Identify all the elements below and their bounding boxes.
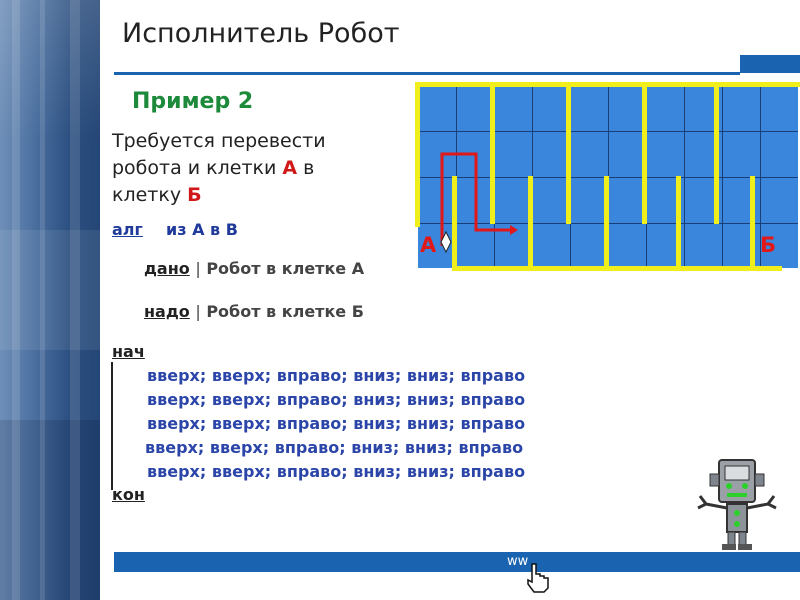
need-line: надо | Робот в клетке Б (144, 300, 406, 323)
hand-cursor-icon (527, 563, 549, 593)
begin-keyword: нач (112, 342, 145, 361)
task-text-1: Требуется перевести робота и клетки (112, 130, 326, 179)
alg-name: из А в В (166, 220, 238, 239)
task-text-2: в клетку (112, 157, 315, 206)
alg-keyword: алг (112, 220, 143, 239)
task-description: Требуется перевести робота и клетки А в … (112, 128, 382, 209)
footer-bar (114, 552, 800, 572)
need-keyword: надо (144, 302, 190, 321)
wall-left (415, 82, 420, 227)
end-keyword: кон (112, 485, 145, 504)
wall-lower (604, 176, 609, 271)
need-separator: | (195, 302, 201, 321)
wall-lower (528, 176, 533, 271)
command-line: вверх; вверх; вправо; вниз; вниз; вправо (147, 390, 526, 409)
wall-upper (566, 82, 571, 224)
command-line: вверх; вверх; вправо; вниз; вниз; вправо (147, 366, 526, 385)
slide-title: Исполнитель Робот (122, 18, 400, 49)
command-line: вверх; вверх; вправо; вниз; вниз; вправо (147, 414, 526, 433)
robot-icon (697, 459, 777, 550)
decorative-side-strip (0, 0, 100, 600)
example-heading: Пример 2 (132, 89, 254, 114)
wall-bottom (452, 266, 782, 271)
given-keyword: дано (144, 259, 190, 278)
cell-a-label: А (420, 233, 437, 257)
wall-top (415, 82, 800, 87)
robot-path-arrow (440, 152, 518, 254)
wall-upper (714, 82, 719, 224)
wall-upper (490, 82, 495, 224)
title-divider-block (740, 55, 800, 73)
cell-a-ref: А (282, 157, 298, 179)
wall-lower (750, 176, 755, 271)
wall-upper (642, 82, 647, 224)
given-text: Робот в клетке А (206, 259, 365, 278)
cell-b-ref: Б (187, 184, 202, 206)
algorithm-body-bracket (111, 362, 113, 490)
given-line: дано | Робот в клетке А (144, 257, 406, 280)
footer-text: ww (507, 554, 529, 569)
given-separator: | (195, 259, 201, 278)
title-divider (114, 72, 740, 75)
wall-lower (452, 176, 457, 271)
wall-lower (676, 176, 681, 271)
command-line: вверх; вверх; вправо; вниз; вниз; вправо (147, 462, 526, 481)
cell-b-label: Б (760, 233, 777, 257)
command-line: вверх; вверх; вправо; вниз; вниз; вправо (145, 438, 524, 457)
need-text: Робот в клетке Б (206, 302, 364, 321)
